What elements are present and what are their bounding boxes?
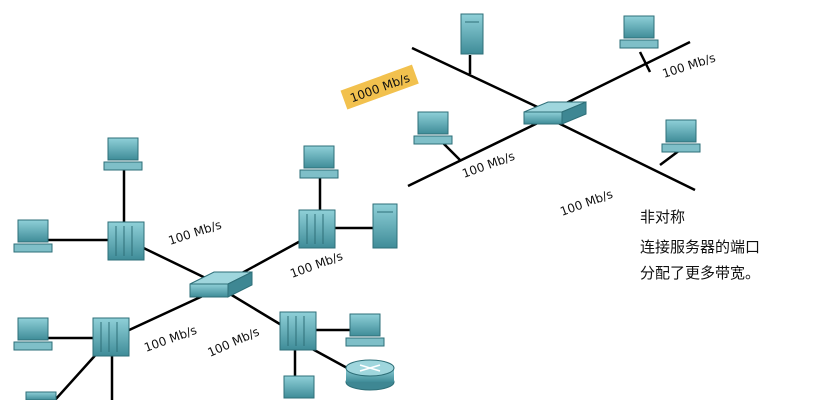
uplink-badge: 1000 Mb/s: [340, 64, 419, 110]
pc-icon: [661, 119, 701, 153]
link-right-server: [411, 46, 549, 114]
bandwidth-label: 100 Mb/s: [460, 149, 516, 181]
bandwidth-label: 100 Mb/s: [206, 325, 262, 360]
bandwidth-label: 100 Mb/s: [558, 187, 614, 219]
pc-icon: [413, 111, 453, 145]
bandwidth-label: 100 Mb/s: [167, 218, 224, 248]
pc-icon: [13, 219, 53, 253]
devices: [13, 13, 701, 400]
pc-icon: [345, 313, 385, 347]
pc-icon: [283, 375, 315, 399]
hub-icon: [107, 221, 145, 261]
pc-icon: [103, 137, 143, 171]
switch-icon: [189, 271, 253, 298]
link-hub3-down-a: [54, 349, 101, 400]
link-pc-stub-a: [638, 51, 652, 73]
link-right-pc-top: [547, 40, 691, 114]
router-icon: [345, 359, 395, 391]
pc-icon: [299, 145, 339, 179]
link-right-pc-bottom: [547, 116, 696, 192]
pc-icon: [13, 317, 53, 351]
link-right-pc-left: [407, 116, 549, 188]
hub-icon: [92, 317, 130, 357]
pc-icon: [619, 15, 659, 49]
switch-icon: [523, 101, 587, 125]
note-line-2: 分配了更多带宽。: [640, 264, 761, 282]
pc-icon: [25, 391, 57, 400]
server-icon: [372, 203, 398, 249]
bandwidth-label: 100 Mb/s: [661, 51, 718, 81]
server-icon: [460, 13, 484, 55]
bandwidth-label: 100 Mb/s: [288, 249, 344, 281]
hub-icon: [298, 209, 336, 249]
note-line-1: 连接服务器的端口: [640, 238, 761, 256]
hub-icon: [279, 311, 317, 351]
note-title: 非对称: [640, 208, 686, 226]
bandwidth-label: 100 Mb/s: [142, 323, 198, 355]
